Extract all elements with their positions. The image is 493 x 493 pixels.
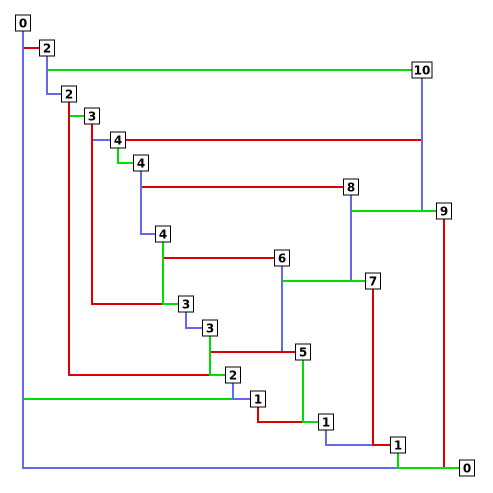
edge-n9-n12: [162, 242, 178, 305]
edges-layer: [22, 31, 459, 469]
node-label: 9: [440, 205, 448, 219]
node-box: [15, 14, 31, 32]
edge-n7-n11: [350, 195, 365, 282]
node-label: 3: [206, 322, 214, 336]
edge-n0-n19: [22, 31, 459, 469]
node-box: [133, 154, 149, 172]
node-label: 4: [137, 157, 145, 171]
node-box: [61, 85, 77, 103]
node-box: [274, 249, 290, 267]
node-n2: 10: [411, 61, 433, 79]
edge-n16-n17: [257, 407, 318, 423]
node-n11: 7: [365, 272, 381, 290]
node-box: [39, 39, 55, 57]
node-label: 5: [299, 346, 307, 360]
node-n1: 2: [39, 39, 55, 57]
edge-n2-n8: [421, 78, 436, 212]
edge-n1-n3: [46, 56, 61, 95]
node-box: [250, 390, 266, 408]
edge-n6-n9: [140, 171, 155, 235]
node-box: [295, 343, 311, 361]
node-label: 0: [19, 17, 27, 31]
edge-n0-n16: [22, 31, 250, 400]
node-n9: 4: [155, 225, 171, 243]
node-n12: 3: [178, 295, 194, 313]
node-box: [202, 319, 218, 337]
edge-n8-n19: [443, 219, 459, 469]
edge-n18-n19: [397, 453, 459, 469]
edge-n12-n13: [185, 312, 202, 329]
node-n3: 2: [61, 85, 77, 103]
node-n7: 8: [343, 178, 359, 196]
edge-n13-n15: [209, 336, 225, 376]
edge-n3-n15: [68, 102, 225, 376]
edge-n9-n10: [162, 242, 274, 259]
node-label: 6: [278, 252, 286, 266]
node-n4: 3: [84, 107, 100, 125]
edge-n4-n5: [91, 124, 110, 141]
node-label: 10: [414, 64, 431, 78]
edge-n1-n2: [46, 56, 414, 71]
edge-n3-n4: [68, 102, 84, 117]
node-n0: 0: [15, 14, 31, 32]
node-box: [225, 366, 241, 384]
node-label: 0: [463, 462, 471, 476]
node-box: [84, 107, 100, 125]
node-n17: 1: [318, 413, 334, 431]
node-n5: 4: [110, 131, 126, 149]
node-box: [110, 131, 126, 149]
node-label: 4: [114, 134, 122, 148]
node-label: 2: [65, 88, 73, 102]
node-n16: 1: [250, 390, 266, 408]
node-box: [343, 178, 359, 196]
node-label: 2: [43, 42, 51, 56]
node-n6: 4: [133, 154, 149, 172]
node-n15: 2: [225, 366, 241, 384]
node-n10: 6: [274, 249, 290, 267]
edge-n14-n17: [302, 360, 318, 423]
edge-n7-n8: [350, 195, 436, 212]
node-label: 3: [182, 298, 190, 312]
node-box: [178, 295, 194, 313]
node-label: 1: [394, 439, 402, 453]
node-label: 4: [159, 228, 167, 242]
node-label: 1: [254, 393, 262, 407]
node-n18: 1: [390, 436, 406, 454]
edge-n17-n18: [325, 430, 390, 446]
node-label: 1: [322, 416, 330, 430]
edge-n10-n14: [281, 266, 295, 353]
node-n13: 3: [202, 319, 218, 337]
edge-n5-n6: [117, 148, 133, 164]
node-box: [155, 225, 171, 243]
node-n14: 5: [295, 343, 311, 361]
edge-n6-n7: [140, 171, 343, 188]
node-label: 2: [229, 369, 237, 383]
node-box: [390, 436, 406, 454]
edge-n5-n2: [126, 78, 423, 141]
edge-n4-n12: [91, 124, 178, 305]
edge-n10-n11: [281, 266, 365, 282]
edge-n0-n1: [22, 31, 39, 49]
node-label: 8: [347, 181, 355, 195]
node-box: [436, 202, 452, 220]
node-box: [411, 61, 433, 79]
node-box: [459, 459, 475, 477]
node-box: [365, 272, 381, 290]
node-label: 7: [369, 275, 377, 289]
node-label: 3: [88, 110, 96, 124]
node-n8: 9: [436, 202, 452, 220]
node-box: [318, 413, 334, 431]
edge-n15-n16: [232, 383, 250, 400]
edge-n11-n18: [372, 289, 390, 446]
node-n19: 0: [459, 459, 475, 477]
